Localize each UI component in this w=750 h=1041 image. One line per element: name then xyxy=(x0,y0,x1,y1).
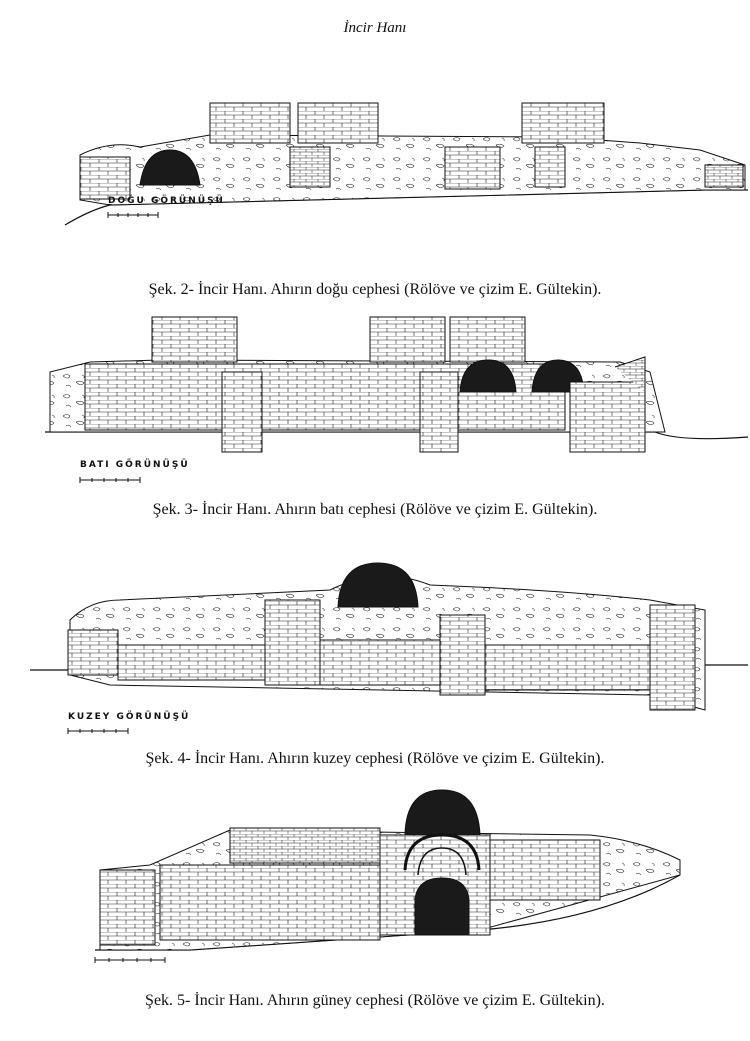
west-facade-drawing: BATI GÖRÜNÜŞÜ xyxy=(45,316,749,483)
figure-west-facade: BATI GÖRÜNÜŞÜ Şek. 3- İncir Hanı. Ahırın… xyxy=(0,312,750,518)
figure-caption: Şek. 5- İncir Hanı. Ahırın güney cephesi… xyxy=(145,992,605,1009)
view-label-west: BATI GÖRÜNÜŞÜ xyxy=(80,459,190,470)
running-header: İncir Hanı xyxy=(343,20,407,36)
east-facade-drawing: DOĞU GÖRÜNÜŞÜ xyxy=(64,102,748,226)
view-label-east: DOĞU GÖRÜNÜŞÜ xyxy=(108,194,225,206)
figure-south-facade: Şek. 5- İncir Hanı. Ahırın güney cephesi… xyxy=(0,780,750,1009)
south-facade-drawing xyxy=(94,789,681,963)
view-label-north: KUZEY GÖRÜNÜŞÜ xyxy=(68,711,190,722)
figure-caption: Şek. 2- İncir Hanı. Ahırın doğu cephesi … xyxy=(148,281,602,298)
north-facade-drawing: KUZEY GÖRÜNÜŞÜ xyxy=(30,562,748,734)
figure-caption: Şek. 4- İncir Hanı. Ahırın kuzey cephesi… xyxy=(145,750,605,767)
figure-caption: Şek. 3- İncir Hanı. Ahırın batı cephesi … xyxy=(152,501,598,518)
figure-east-facade: DOĞU GÖRÜNÜŞÜ Şek. 2- İncir Hanı. Ahırın… xyxy=(0,95,750,298)
figure-north-facade: KUZEY GÖRÜNÜŞÜ Şek. 4- İncir Hanı. Ahırı… xyxy=(0,545,750,767)
